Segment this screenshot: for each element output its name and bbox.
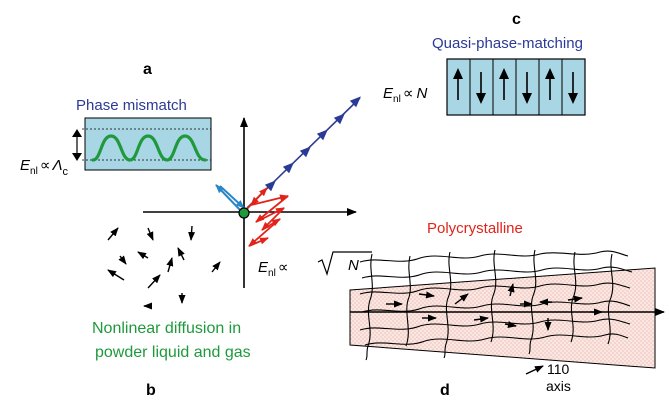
panel-c-letter: c	[512, 11, 521, 28]
axis-legend-arrow	[525, 365, 544, 375]
panel-a-letter: a	[143, 61, 152, 78]
domain-arrow-down	[522, 72, 532, 104]
diffusion-caption-line2: powder liquid and gas	[95, 344, 251, 361]
navy-arrowhead	[316, 129, 328, 141]
navy-arrowhead	[349, 96, 361, 108]
panel-d: Polycrystalline	[349, 220, 665, 399]
qpm-title: Quasi-phase-matching	[432, 35, 583, 52]
navy-arrowhead	[264, 180, 276, 192]
phase-mismatch-title: Phase mismatch	[76, 97, 187, 114]
domain-arrow-up	[499, 68, 509, 100]
qpm-box	[446, 58, 586, 116]
domain-arrow-down	[568, 72, 578, 104]
diffusion-caption-line1: Nonlinear diffusion in	[92, 320, 241, 337]
navy-arrowhead	[299, 146, 311, 158]
grain-boundaries	[359, 249, 633, 361]
random-dipole-arrows	[107, 225, 221, 310]
panel-b-letter: b	[146, 382, 156, 399]
panel-b: Enl∝ N Nonlinear diffusion in powder liq…	[92, 225, 372, 399]
formula-a: Enl∝Λc	[20, 157, 69, 178]
origin-point	[238, 207, 250, 219]
formula-c: Enl∝N	[383, 85, 428, 105]
domain-arrow-up	[545, 68, 555, 100]
navy-arrowhead	[333, 113, 345, 125]
formula-b: Enl∝	[258, 259, 289, 279]
domain-arrow-up	[453, 68, 463, 100]
amplitude-arrow-head-down	[72, 153, 82, 161]
panel-c: c Quasi-phase-matching Enl∝N	[383, 11, 586, 116]
domain-arrow-down	[476, 72, 486, 104]
sqrt-sign	[317, 251, 372, 276]
amplitude-arrow-head-up	[72, 129, 82, 137]
navy-arrowhead	[282, 162, 294, 174]
axis-legend: 110 axis	[525, 361, 571, 394]
formula-b-var: N	[348, 257, 359, 274]
random-walk-arrows	[243, 187, 289, 247]
panel-d-letter: d	[440, 382, 450, 399]
polycrystalline-title: Polycrystalline	[427, 220, 523, 237]
phase-mismatch-box	[84, 117, 212, 171]
axis-label-110: 110	[547, 361, 570, 377]
panel-a: a Phase mismatch Enl∝Λc	[20, 61, 212, 178]
grain-orientation-arrows	[386, 283, 603, 331]
axis-label-axis: axis	[546, 378, 571, 394]
phase-mismatch-oscillation-arrows	[215, 184, 245, 213]
phase-mismatch-wave	[91, 134, 207, 162]
